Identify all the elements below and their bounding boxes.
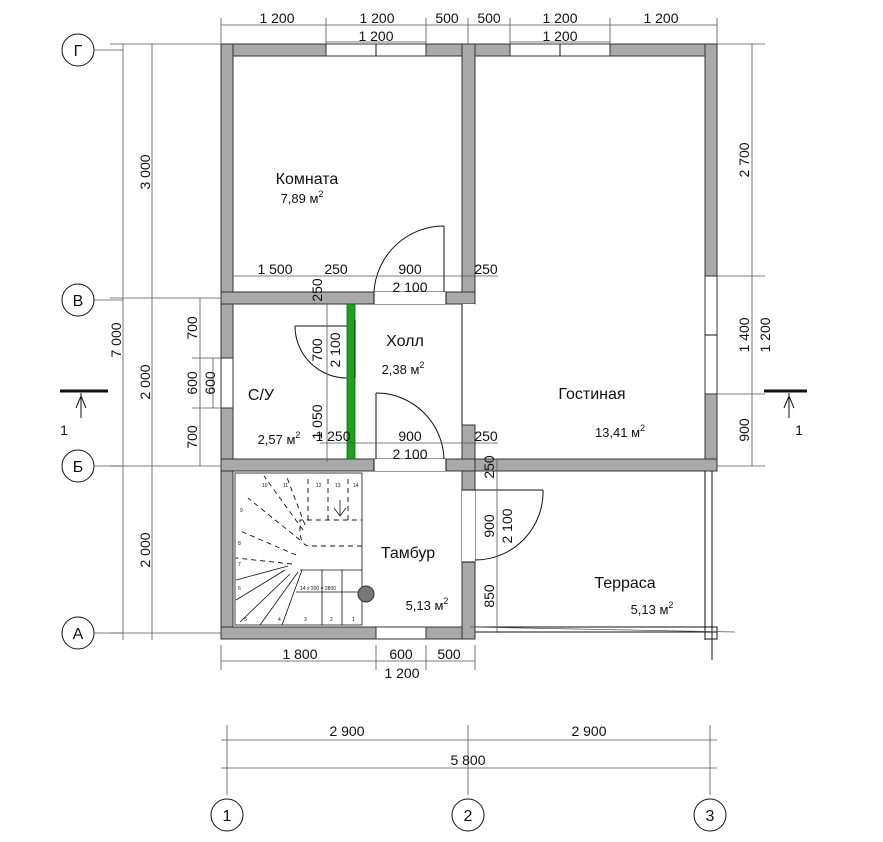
stair-step-number: 3 (304, 617, 307, 623)
axis-markers: Г В Б А 1 2 3 (61, 33, 727, 832)
dim-top: 1 200 (643, 10, 678, 26)
room-name-hall: Холл (386, 333, 424, 350)
dim-top: 500 (477, 10, 501, 26)
dim-left-total: 7 000 (108, 322, 124, 357)
stair-step-number: 7 (238, 562, 241, 568)
room-area-hall: 2,38 м2 (382, 360, 425, 377)
dim-interior-door: 2 100 (499, 508, 515, 543)
dim-top-window: 1 200 (542, 28, 577, 44)
dim-left-inner: 700 (184, 316, 200, 340)
stair-label: 14 x 200 = 2800 (300, 586, 336, 592)
dim-axis: 2 900 (329, 723, 364, 739)
section-mark-right: 1 (795, 422, 803, 438)
stair-step-number: 13 (335, 483, 341, 489)
dim-interior-door: 2 100 (392, 446, 427, 462)
doors (294, 225, 544, 563)
room-name-living: Гостиная (558, 386, 625, 403)
axis-label-a: А (73, 626, 84, 643)
dim-right: 1 400 (736, 317, 752, 352)
dim-interior: 250 (324, 261, 348, 277)
dim-interior: 250 (474, 261, 498, 277)
dim-left: 3 000 (137, 154, 153, 189)
room-name-komnata: Комната (276, 171, 339, 188)
dim-axis: 2 900 (571, 723, 606, 739)
bathroom-partition (346, 303, 356, 460)
window-bathroom (220, 357, 234, 409)
stair-step-number: 5 (244, 617, 247, 623)
dim-bottom: 1 800 (282, 646, 317, 662)
stair-step-number: 14 (353, 483, 359, 489)
room-name-bathroom: С/У (248, 387, 275, 404)
stair-step-number: 11 (283, 483, 288, 489)
stair-step-number: 4 (278, 617, 281, 623)
axis-label-1: 1 (223, 808, 232, 825)
stair-step-number: 8 (238, 541, 241, 547)
windows (220, 43, 718, 640)
dim-interior: 1 050 (309, 404, 325, 439)
section-mark-left: 1 (60, 422, 68, 438)
dim-interior: 700 (309, 338, 325, 362)
room-area-terrace: 5,13 м2 (631, 600, 674, 617)
room-name-terrace: Терраса (594, 575, 655, 592)
stair-step-number: 2 (330, 617, 333, 623)
dim-left-inner: 700 (184, 425, 200, 449)
dim-axis-total: 5 800 (450, 752, 485, 768)
stair-step-number: 6 (238, 586, 241, 592)
left-dimensions: 7 000 3 000 2 000 2 000 700 600 700 600 (108, 43, 221, 640)
dim-top: 500 (435, 10, 459, 26)
axis-label-3: 3 (706, 808, 715, 825)
dim-interior: 900 (398, 428, 422, 444)
dim-interior: 250 (309, 278, 325, 302)
top-dimensions: 1 200 1 200 500 500 1 200 1 200 1 200 1 … (220, 10, 718, 44)
bottom-dimensions: 1 800 600 500 1 200 (220, 645, 476, 681)
room-labels: Комната 7,89 м2 Холл 2,38 м2 С/У 2,57 м2… (248, 171, 674, 617)
window-tambur (375, 626, 427, 640)
stair-step-number: 10 (262, 483, 268, 489)
stair-step-number: 1 (352, 617, 355, 623)
dim-interior: 1 500 (257, 261, 292, 277)
section-markers: 1 1 (60, 389, 807, 438)
dim-left: 2 000 (137, 364, 153, 399)
dim-left-inner: 600 (184, 371, 200, 395)
dim-bottom: 500 (437, 646, 461, 662)
room-area-bathroom: 2,57 м2 (258, 430, 301, 447)
stair-step-number: 9 (240, 508, 243, 514)
dim-interior: 850 (481, 584, 497, 608)
dim-right-window: 1 200 (757, 317, 773, 352)
axis-label-b: Б (73, 459, 84, 476)
interior-dimensions: 1 500 250 900 250 2 100 1 250 900 250 2 … (233, 261, 515, 633)
dim-bottom-window: 1 200 (384, 665, 419, 681)
dim-top: 1 200 (359, 10, 394, 26)
staircase: 14 x 200 = 2800 1 2 3 4 5 6 7 8 9 10 11 … (234, 472, 375, 626)
room-name-tambur: Тамбур (381, 545, 435, 562)
dim-interior: 250 (481, 455, 497, 479)
stair-step-number: 12 (316, 483, 322, 489)
axis-dimensions: 2 900 2 900 5 800 (221, 723, 717, 795)
dim-interior: 900 (481, 514, 497, 538)
dim-interior-door: 2 100 (392, 279, 427, 295)
room-area-komnata: 7,89 м2 (281, 189, 324, 206)
axis-label-g: Г (74, 43, 83, 60)
dim-interior: 250 (474, 428, 498, 444)
dim-interior: 900 (398, 261, 422, 277)
dim-right: 2 700 (736, 142, 752, 177)
dim-top: 1 200 (542, 10, 577, 26)
terrace-outline (469, 471, 736, 660)
room-area-tambur: 5,13 м2 (406, 596, 449, 613)
dim-interior-door: 2 100 (327, 332, 343, 367)
dim-top-window: 1 200 (358, 28, 393, 44)
stair-post (357, 585, 375, 603)
dim-interior: 1 250 (315, 428, 350, 444)
right-dimensions: 2 700 1 400 1 200 900 (717, 43, 773, 467)
dim-right: 900 (736, 418, 752, 442)
dim-top: 1 200 (259, 10, 294, 26)
axis-label-v: В (73, 293, 84, 310)
dim-bottom: 600 (389, 646, 413, 662)
dim-left: 2 000 (137, 532, 153, 567)
room-area-living: 13,41 м2 (595, 423, 645, 440)
axis-label-2: 2 (464, 808, 473, 825)
dim-left-window: 600 (202, 371, 218, 395)
